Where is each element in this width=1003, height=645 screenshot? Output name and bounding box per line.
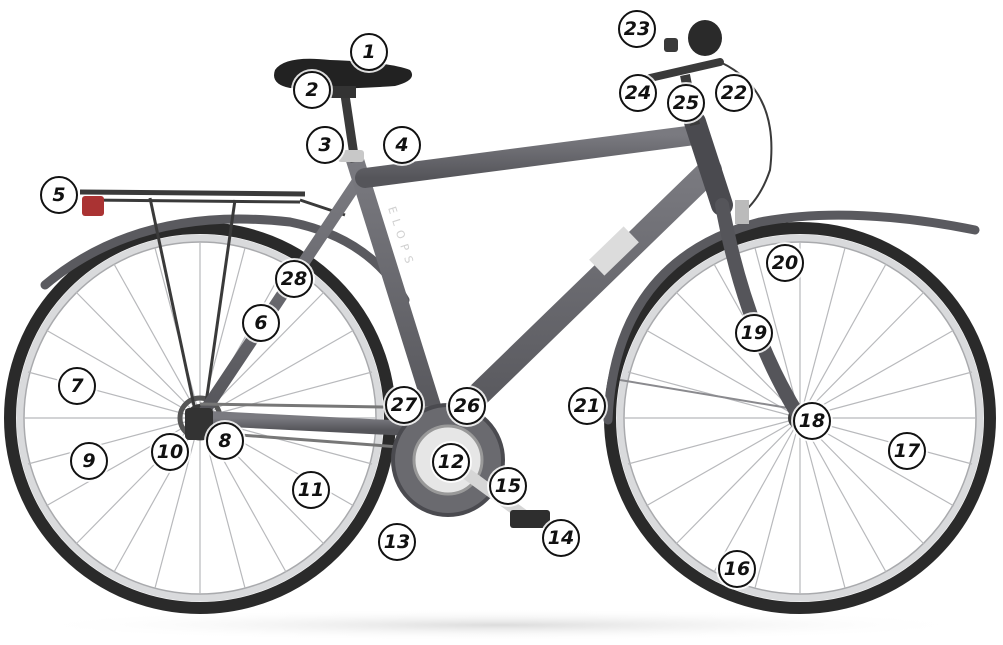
- ground-shadow: [20, 609, 980, 641]
- callout-10: 10: [151, 433, 189, 471]
- bell-shape: [664, 38, 678, 52]
- callout-7: 7: [58, 367, 96, 405]
- grip-shape: [688, 20, 722, 56]
- callout-28: 28: [275, 260, 313, 298]
- callout-14: 14: [542, 519, 580, 557]
- callout-16: 16: [718, 550, 756, 588]
- reflector-shape: [82, 196, 104, 216]
- pedal-shape: [510, 510, 550, 528]
- callout-11: 11: [292, 471, 330, 509]
- callout-15: 15: [489, 467, 527, 505]
- callout-6: 6: [242, 304, 280, 342]
- callout-4: 4: [383, 126, 421, 164]
- callout-2: 2: [293, 71, 331, 109]
- callout-9: 9: [70, 442, 108, 480]
- callout-13: 13: [378, 523, 416, 561]
- callout-18: 18: [793, 402, 831, 440]
- callout-20: 20: [766, 244, 804, 282]
- callout-19: 19: [735, 314, 773, 352]
- brake-caliper-shape: [735, 200, 749, 224]
- mudguard-stay: [620, 380, 800, 410]
- callout-1: 1: [350, 33, 388, 71]
- callout-27: 27: [385, 386, 423, 424]
- callout-12: 12: [432, 443, 470, 481]
- callout-24: 24: [619, 74, 657, 112]
- callout-5: 5: [40, 176, 78, 214]
- callout-26: 26: [448, 387, 486, 425]
- callout-17: 17: [888, 432, 926, 470]
- callout-8: 8: [206, 422, 244, 460]
- callout-3: 3: [306, 126, 344, 164]
- callout-21: 21: [568, 387, 606, 425]
- callout-23: 23: [618, 10, 656, 48]
- callout-25: 25: [667, 84, 705, 122]
- callout-22: 22: [715, 74, 753, 112]
